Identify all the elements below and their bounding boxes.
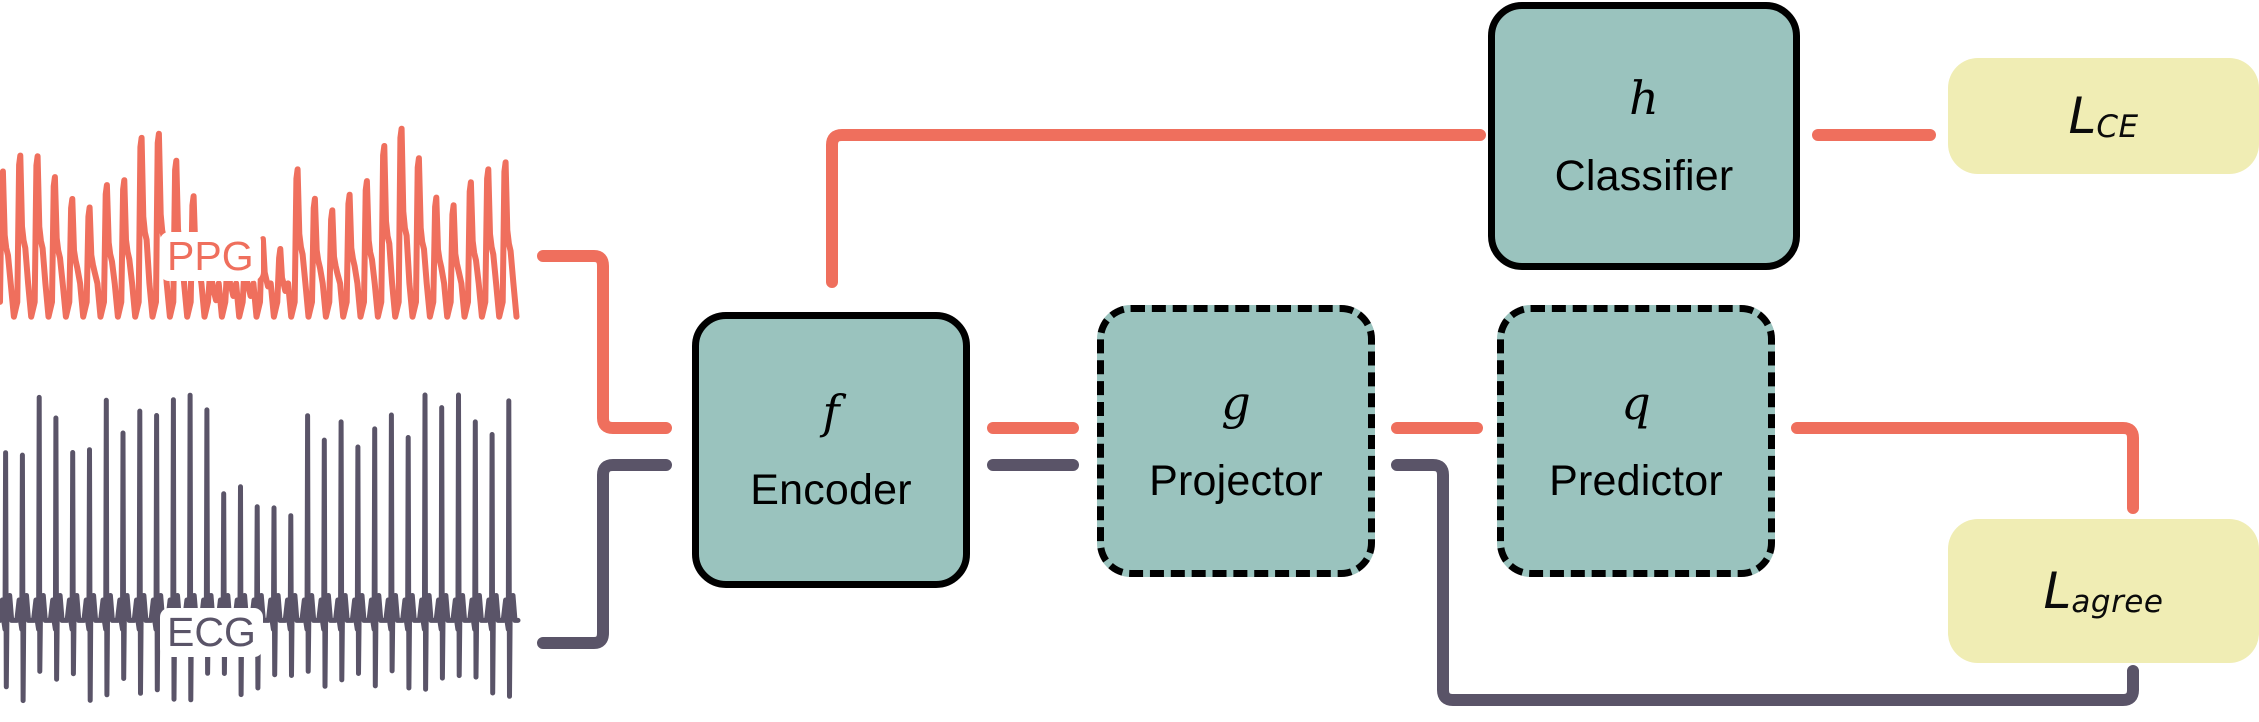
loss-ce-base: L	[2068, 87, 2097, 145]
loss-cross-entropy-label: LCE	[2068, 91, 2138, 142]
module-projector[interactable]: g Projector	[1097, 305, 1375, 577]
loss-agreement[interactable]: Lagree	[1948, 519, 2259, 663]
module-projector-caption: Projector	[1149, 456, 1323, 505]
module-encoder-caption: Encoder	[750, 465, 912, 514]
loss-agree-subscript: agree	[2071, 583, 2164, 620]
module-classifier-symbol: h	[1629, 70, 1659, 125]
module-predictor[interactable]: q Predictor	[1497, 305, 1775, 577]
module-projector-symbol: g	[1221, 375, 1251, 430]
loss-cross-entropy[interactable]: LCE	[1948, 58, 2259, 174]
ppg-waveform	[0, 125, 520, 320]
module-classifier[interactable]: h Classifier	[1488, 2, 1800, 270]
ecg-signal-label: ECG	[160, 608, 263, 657]
ecg-waveform	[0, 392, 521, 704]
module-predictor-symbol: q	[1621, 375, 1651, 430]
module-predictor-caption: Predictor	[1549, 456, 1723, 505]
module-encoder-symbol: f	[822, 384, 840, 439]
loss-ce-subscript: CE	[2096, 108, 2139, 145]
loss-agreement-label: Lagree	[2044, 566, 2164, 617]
loss-agree-base: L	[2043, 562, 2072, 620]
ppg-signal-label: PPG	[160, 232, 261, 281]
module-encoder[interactable]: f Encoder	[692, 312, 970, 588]
module-classifier-caption: Classifier	[1554, 151, 1734, 200]
